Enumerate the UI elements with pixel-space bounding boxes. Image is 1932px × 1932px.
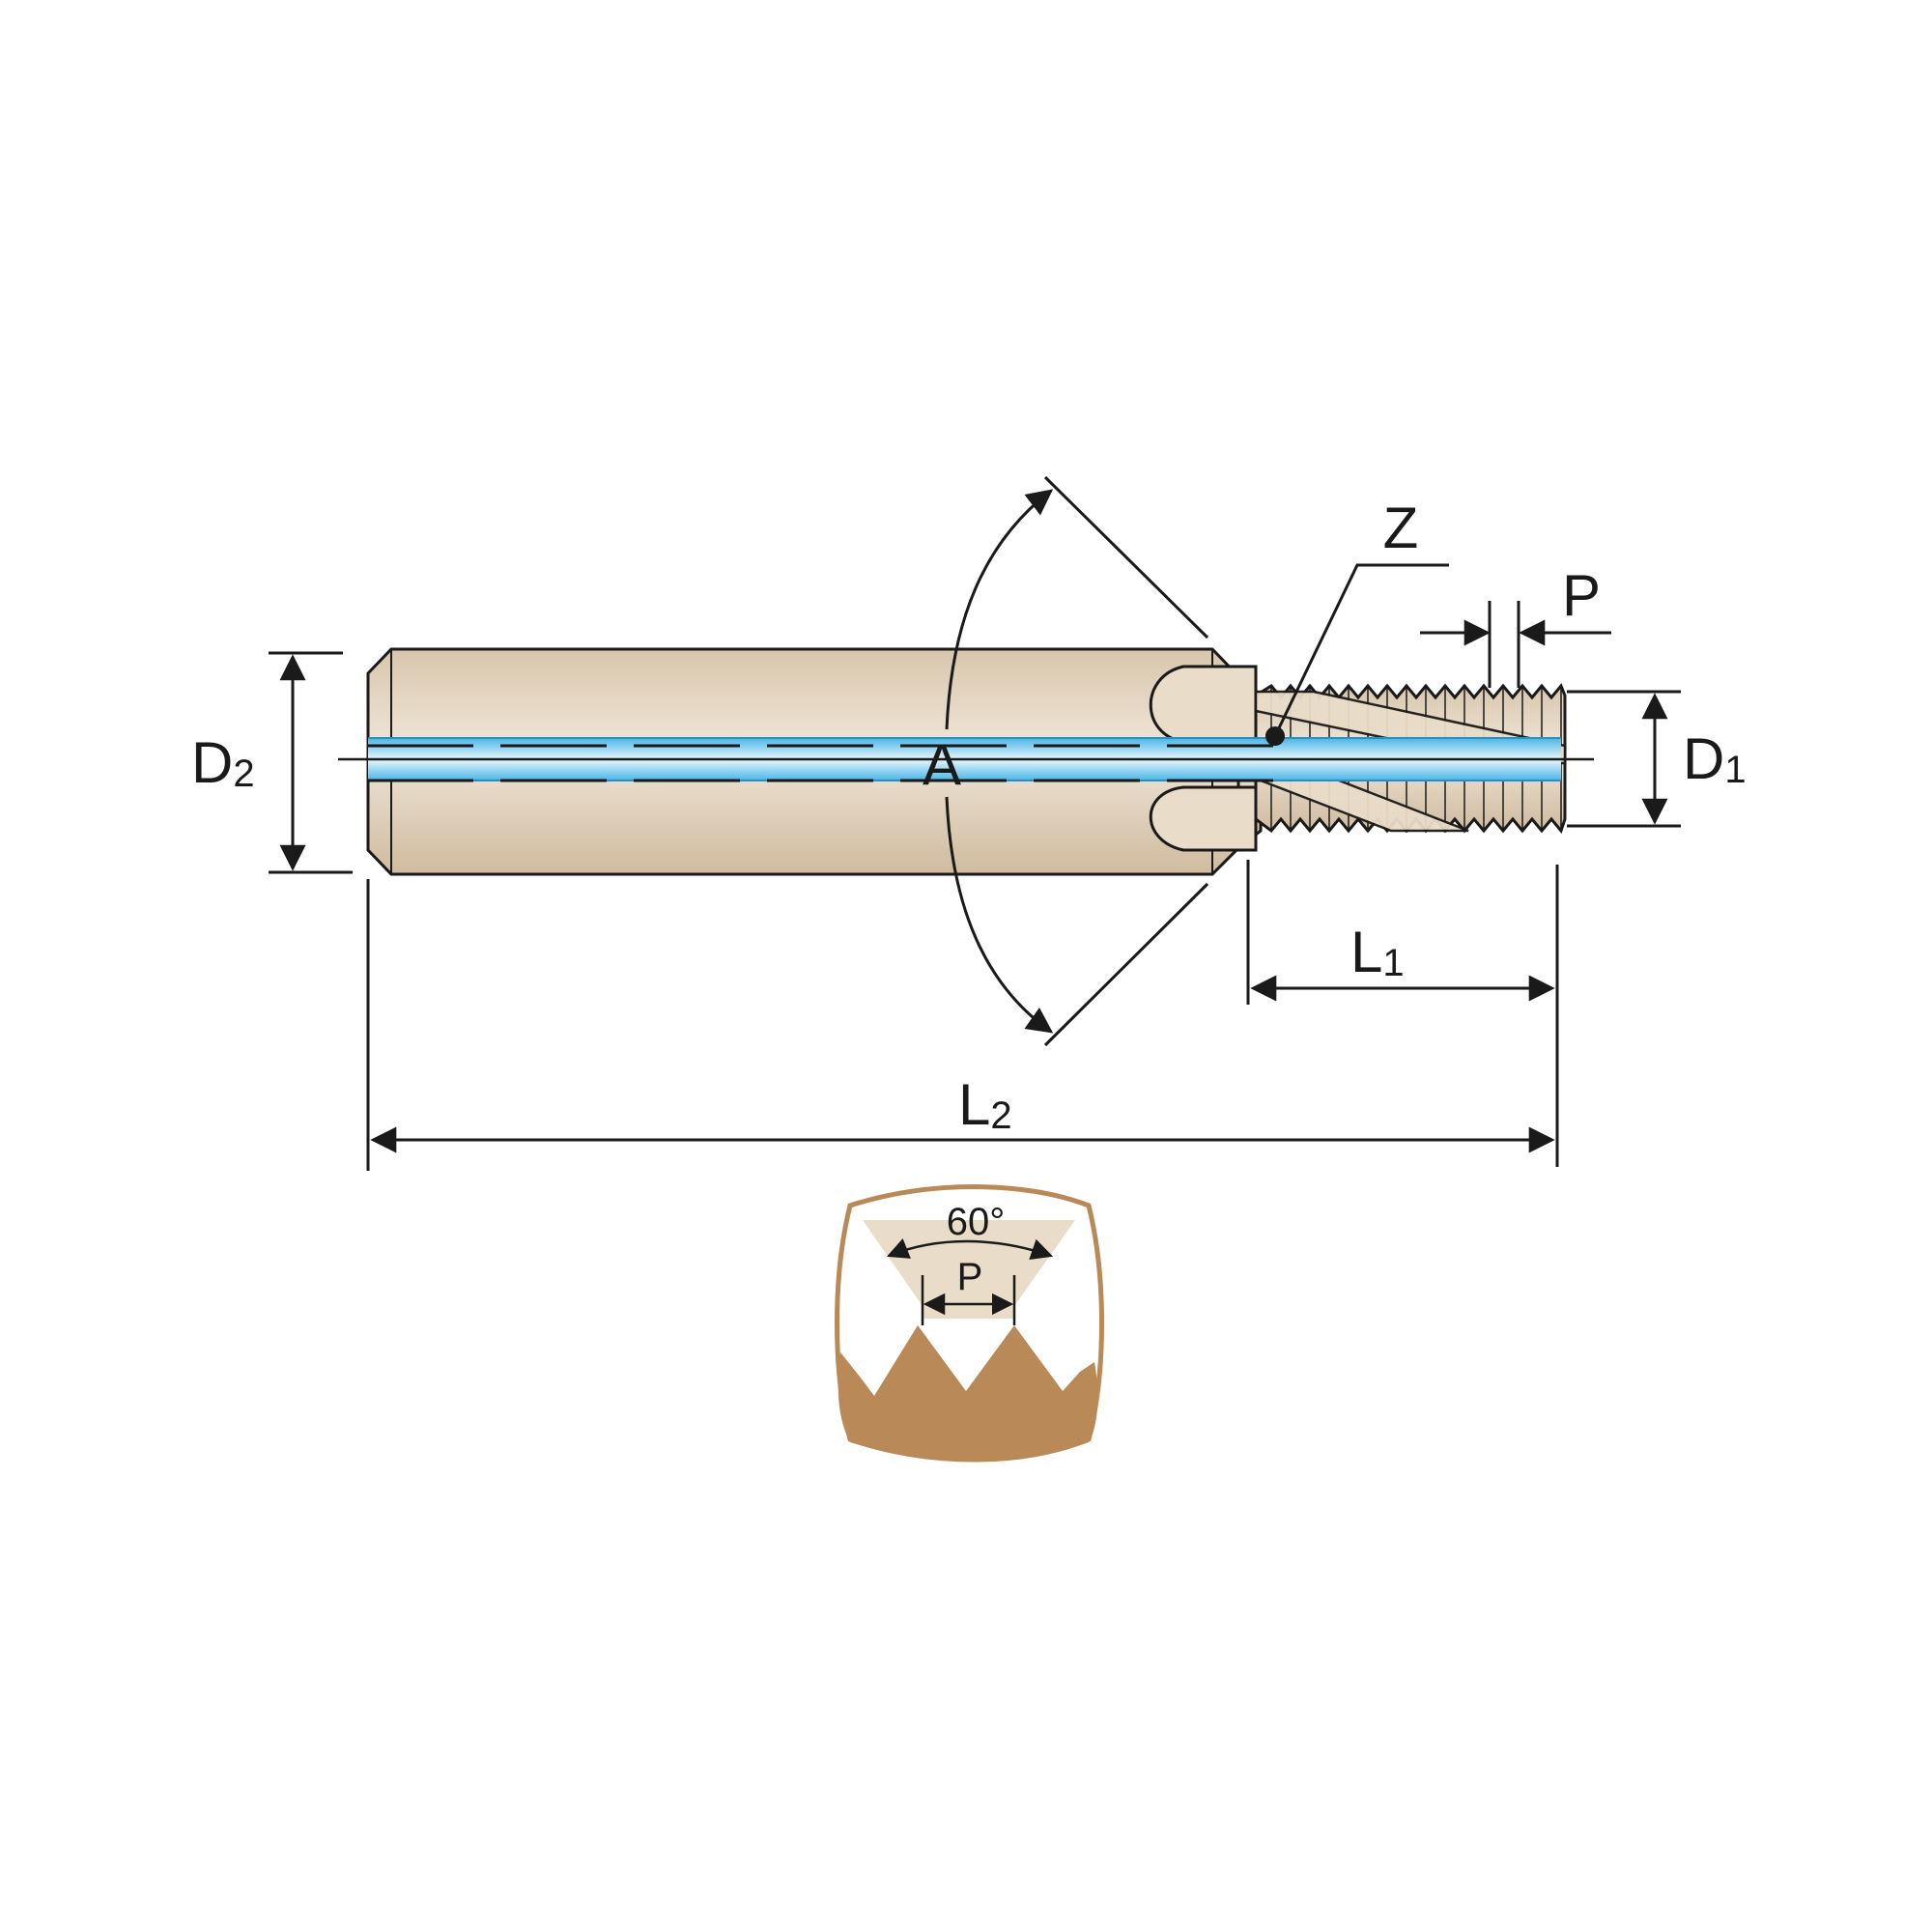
label-l1: L1 [1350, 920, 1405, 984]
thread-profile-detail: 60° P [835, 1184, 1104, 1463]
label-d2-sub: 2 [233, 753, 254, 795]
label-z: Z [1383, 496, 1419, 560]
flute-upper [1149, 665, 1258, 744]
label-d1: D1 [1683, 726, 1747, 791]
label-d2-main: D [191, 730, 233, 795]
label-l2-sub: 2 [990, 1094, 1011, 1137]
centerline-dashes [367, 744, 1285, 782]
angle-arc-upper [945, 489, 1054, 730]
flute-lower [1149, 785, 1258, 852]
label-detail-p: P [957, 1256, 983, 1298]
label-angle: 60° [947, 1201, 1006, 1243]
label-l1-sub: 1 [1382, 942, 1404, 984]
label-a: A [923, 732, 961, 797]
detail-60-arc [886, 1238, 1054, 1261]
label-p: P [1562, 563, 1601, 628]
label-d1-sub: 1 [1724, 749, 1746, 791]
detail-thread-teeth [838, 1325, 1098, 1461]
z-leader [1273, 563, 1449, 737]
label-d2: D2 [191, 730, 255, 795]
label-l2-main: L [958, 1072, 990, 1137]
angle-line-upper [1043, 475, 1209, 639]
label-l1-main: L [1350, 920, 1382, 984]
label-l2: L2 [958, 1072, 1012, 1137]
label-d1-main: D [1683, 726, 1724, 791]
angle-arc-lower [945, 796, 1054, 1034]
angle-line-lower [1043, 882, 1209, 1047]
